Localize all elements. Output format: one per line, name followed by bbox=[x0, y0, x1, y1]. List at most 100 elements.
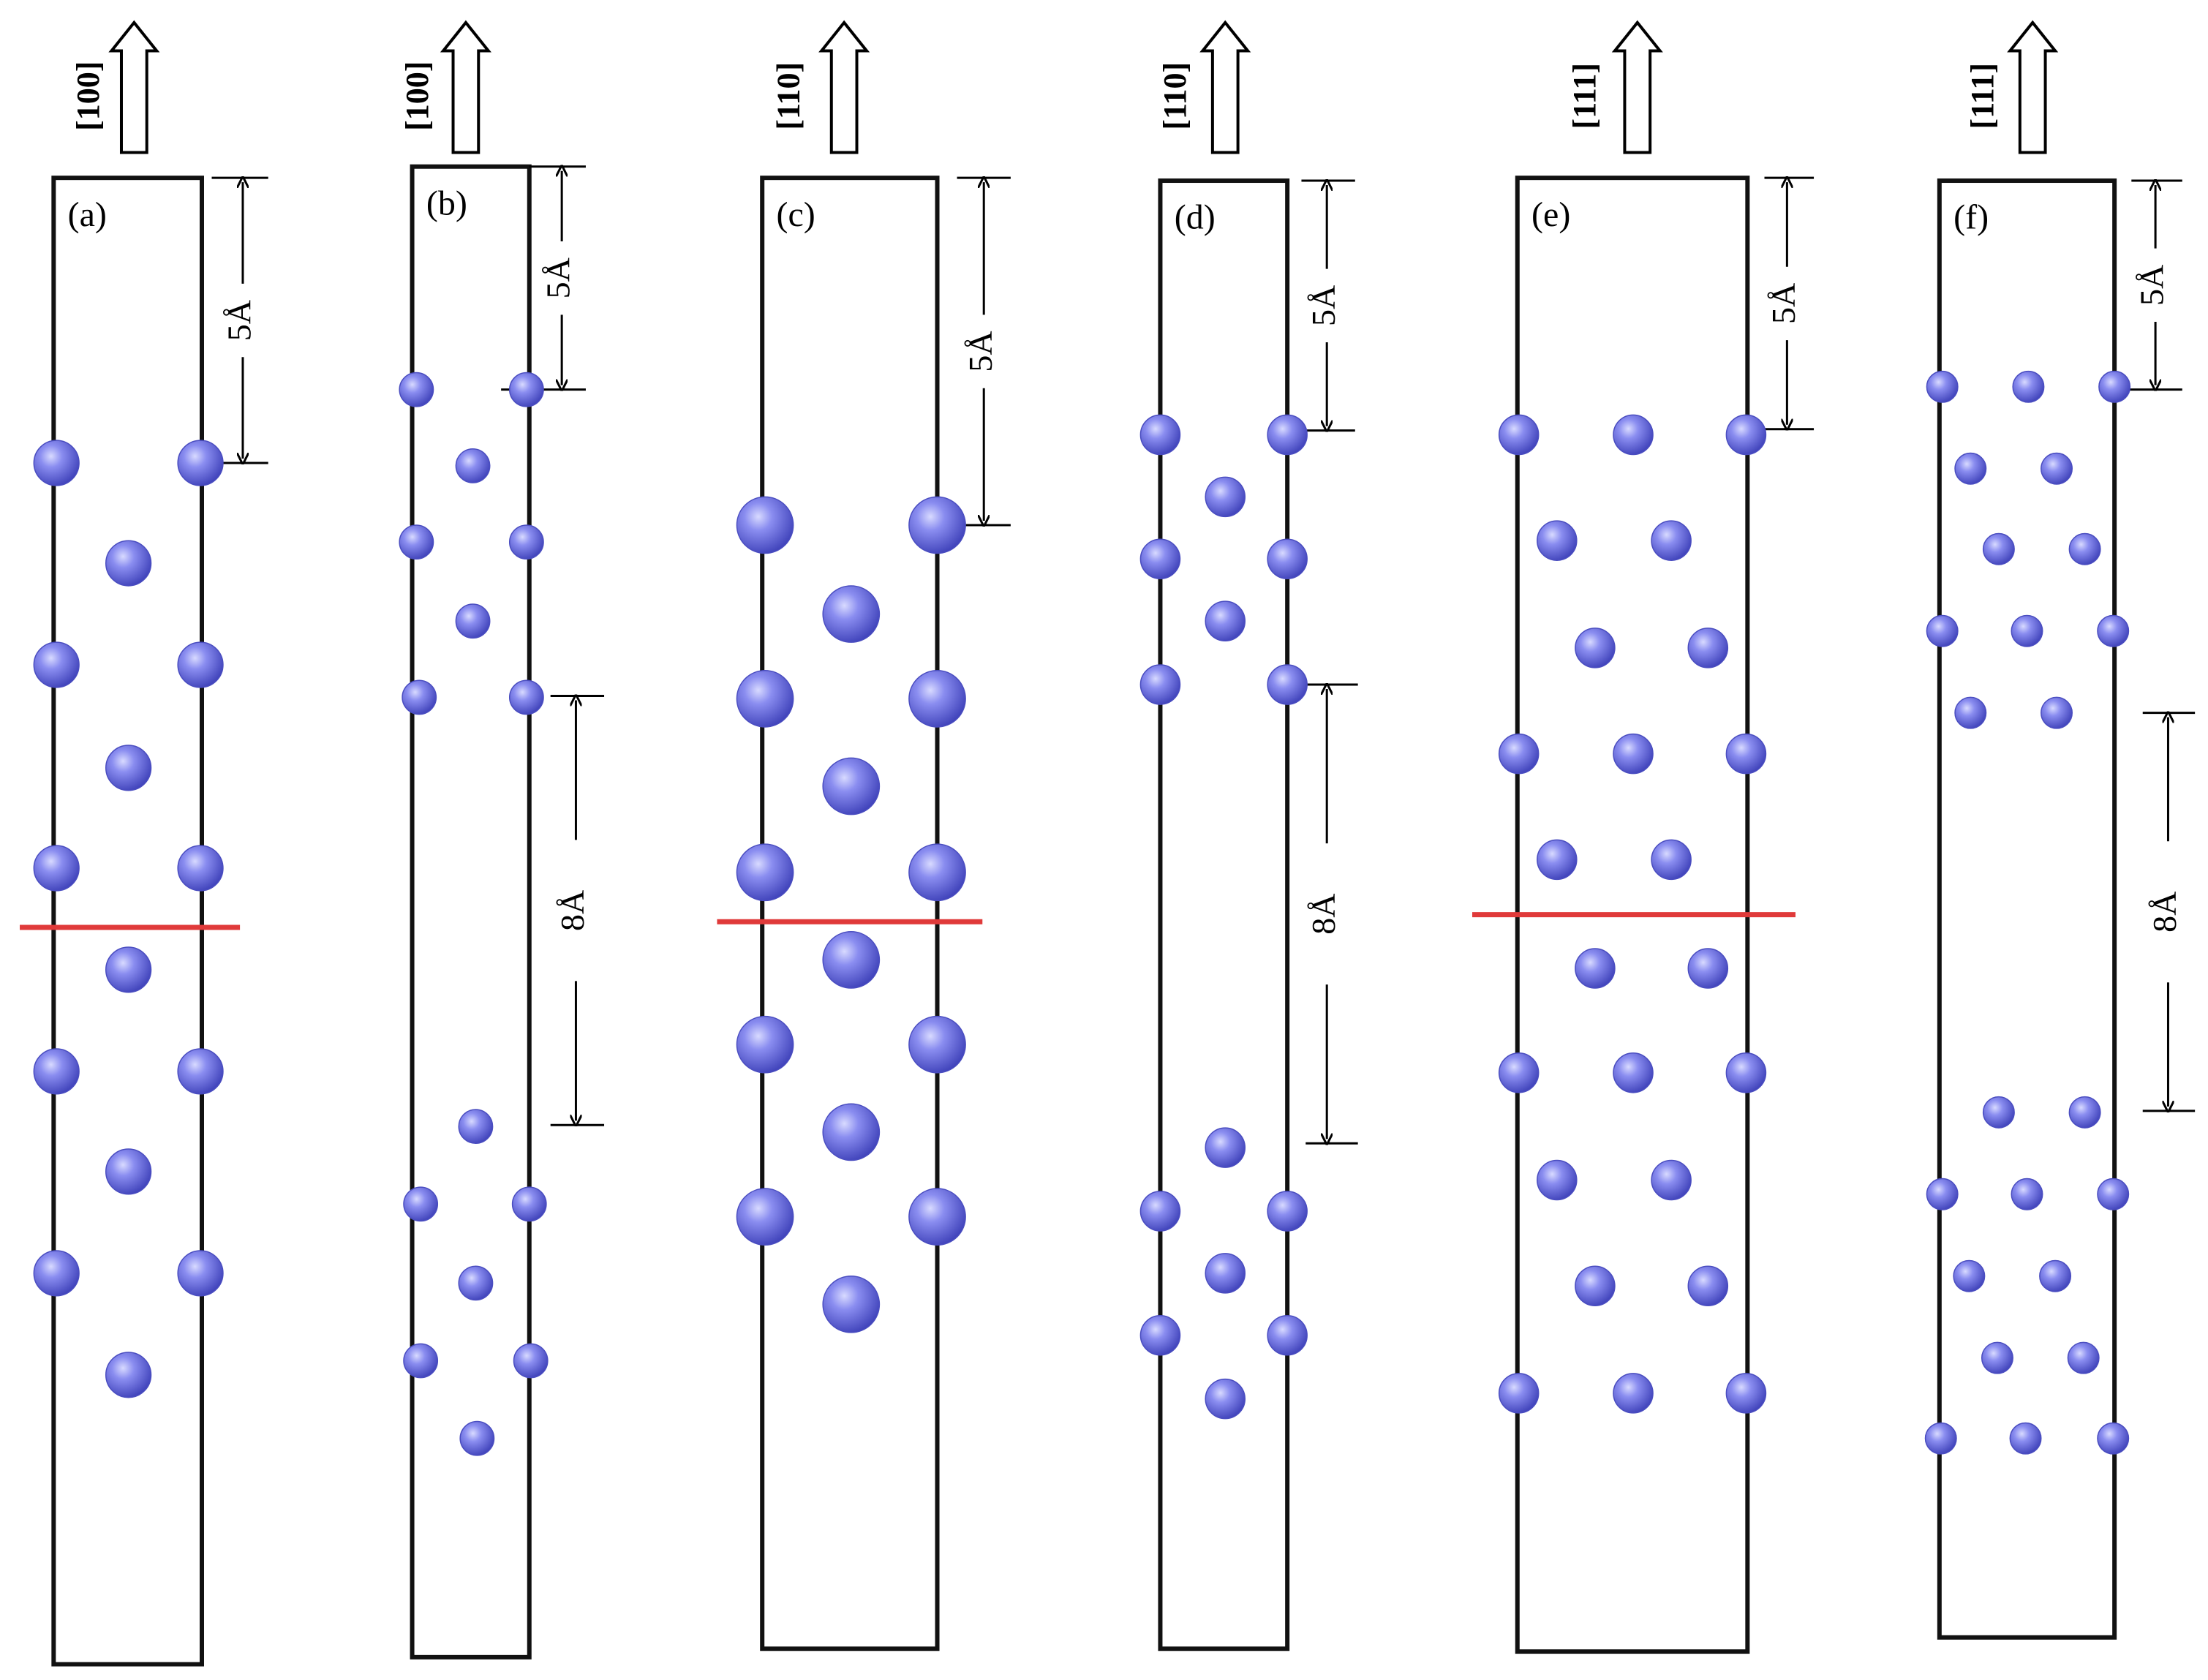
panel-a: [100](a)5Å bbox=[20, 20, 268, 1667]
atom bbox=[105, 1352, 152, 1398]
atom bbox=[403, 1343, 439, 1379]
atom bbox=[1267, 1191, 1308, 1232]
cell-box bbox=[1937, 178, 2117, 1640]
atom bbox=[1575, 948, 1616, 989]
atom bbox=[1537, 839, 1578, 881]
atom bbox=[513, 1343, 549, 1379]
cell-box bbox=[410, 164, 532, 1660]
vacuum-gap-label: 8Å bbox=[1305, 894, 1342, 935]
atom bbox=[177, 845, 224, 892]
atom bbox=[33, 1250, 80, 1297]
atom bbox=[1575, 1265, 1616, 1306]
atom bbox=[2041, 452, 2073, 485]
atom bbox=[455, 603, 491, 639]
direction-label: [100] bbox=[70, 61, 106, 131]
atom bbox=[33, 440, 80, 486]
atom bbox=[1953, 1259, 1986, 1292]
atom bbox=[1537, 520, 1578, 561]
atom bbox=[1267, 414, 1308, 456]
atom bbox=[105, 540, 152, 587]
atom bbox=[511, 1186, 547, 1222]
atom bbox=[2012, 370, 2045, 403]
atom bbox=[1926, 614, 1959, 647]
top-gap-label: 5Å bbox=[2133, 265, 2171, 306]
top-gap-label: 5Å bbox=[962, 331, 999, 372]
atom bbox=[508, 372, 544, 407]
atom bbox=[1651, 520, 1692, 561]
atom bbox=[736, 670, 794, 728]
atom bbox=[2068, 1096, 2101, 1129]
atom bbox=[1205, 1127, 1246, 1168]
atom bbox=[399, 524, 434, 560]
atom bbox=[2068, 532, 2101, 565]
atom bbox=[2009, 1422, 2042, 1455]
direction-label: [110] bbox=[770, 62, 806, 130]
atom bbox=[1924, 1422, 1957, 1455]
atom bbox=[1613, 1052, 1654, 1093]
atom bbox=[1498, 1052, 1540, 1093]
atom bbox=[459, 1420, 495, 1456]
atom bbox=[2097, 1422, 2130, 1455]
atom bbox=[1205, 476, 1246, 518]
atom bbox=[736, 496, 794, 554]
direction-label: [111] bbox=[1567, 63, 1602, 129]
panel-label: (b) bbox=[426, 184, 467, 222]
atom bbox=[908, 496, 966, 554]
top-gap-label: 5Å bbox=[221, 300, 258, 341]
direction-label: [111] bbox=[1964, 63, 2000, 129]
panel-c: [110] (c) 5Å bbox=[717, 20, 1011, 1651]
atom bbox=[1139, 1191, 1181, 1232]
atom bbox=[33, 845, 80, 892]
atom bbox=[1498, 733, 1540, 775]
panels-layer: [100](a)5Å[100] (b) 5Å 8Å [110] (c) 5Å [110](d)… bbox=[20, 20, 2196, 1667]
cell-box bbox=[760, 176, 940, 1651]
direction-arrow-icon bbox=[108, 20, 160, 154]
atom bbox=[1205, 600, 1246, 641]
atom bbox=[2097, 614, 2130, 647]
atom bbox=[908, 843, 966, 902]
cell-box bbox=[51, 176, 204, 1667]
top-gap-label: 5Å bbox=[1765, 283, 1802, 324]
direction-arrow-icon bbox=[1199, 20, 1251, 154]
atom bbox=[1725, 1052, 1767, 1093]
direction-arrow-icon bbox=[818, 20, 870, 154]
atom bbox=[1139, 538, 1181, 580]
atom bbox=[508, 524, 544, 560]
atom bbox=[908, 1015, 966, 1074]
atom bbox=[2011, 1178, 2043, 1210]
direction-label: [110] bbox=[1157, 62, 1193, 130]
panel-label: (f) bbox=[1953, 198, 1989, 237]
atom bbox=[2098, 370, 2131, 403]
atom bbox=[1982, 532, 2015, 565]
atom bbox=[105, 1148, 152, 1195]
atom bbox=[2041, 696, 2073, 729]
top-gap-label: 5Å bbox=[540, 257, 577, 298]
atom bbox=[822, 585, 881, 643]
atom bbox=[736, 843, 794, 902]
atom bbox=[177, 641, 224, 688]
atom bbox=[1725, 1373, 1767, 1414]
panel-label: (c) bbox=[777, 195, 815, 234]
panel-e: [111](e)5Å bbox=[1472, 20, 1815, 1654]
atom bbox=[402, 679, 437, 715]
atom bbox=[736, 1188, 794, 1246]
atom bbox=[1205, 1378, 1246, 1420]
direction-arrow-icon bbox=[2007, 20, 2059, 154]
atom bbox=[736, 1015, 794, 1074]
atom bbox=[908, 1188, 966, 1246]
atom bbox=[1267, 664, 1308, 705]
atom bbox=[1267, 1315, 1308, 1356]
atom bbox=[1651, 839, 1692, 881]
atom bbox=[1981, 1341, 2013, 1374]
atom bbox=[1575, 628, 1616, 668]
direction-arrow-icon bbox=[440, 20, 491, 154]
atom bbox=[822, 931, 881, 989]
atom bbox=[177, 440, 224, 486]
atom bbox=[1954, 452, 1987, 485]
atom bbox=[822, 1103, 881, 1161]
atom bbox=[1537, 1159, 1578, 1201]
